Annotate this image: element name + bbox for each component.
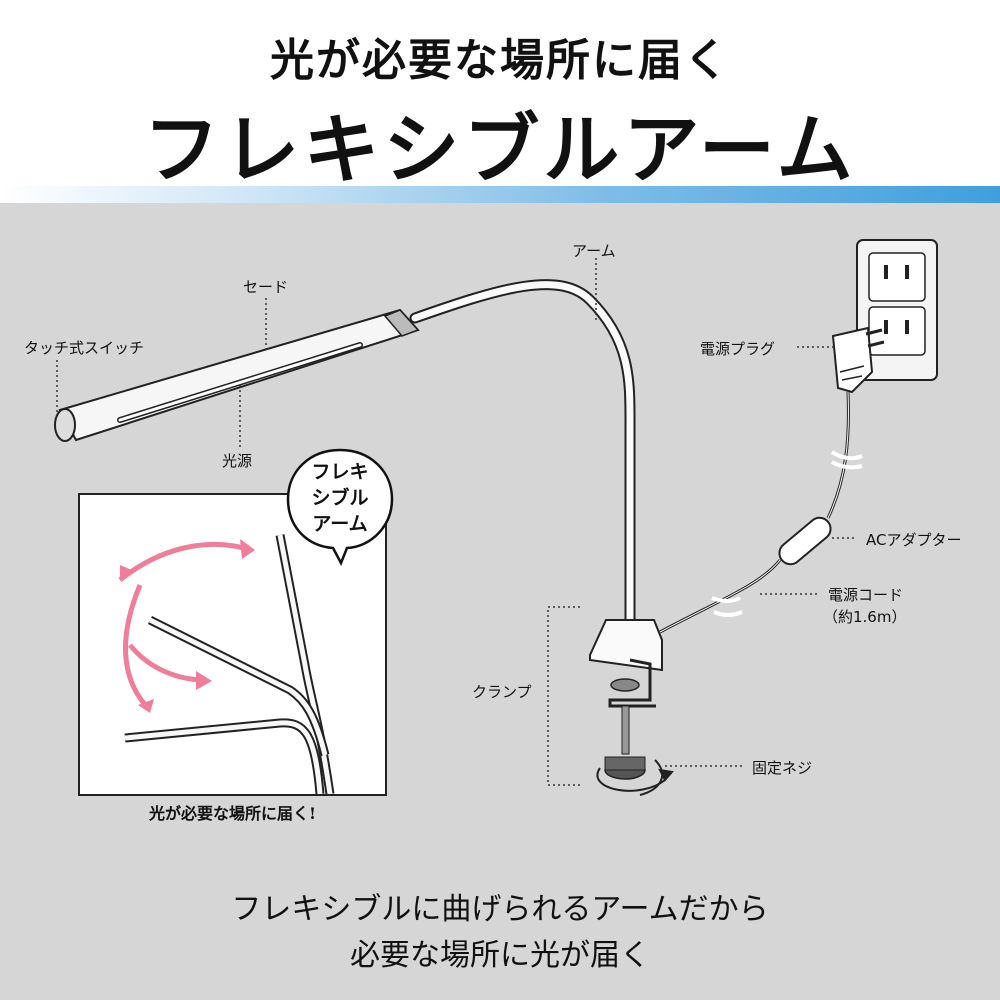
label-arm: アーム [572, 242, 616, 260]
bubble-line-3: アーム [312, 513, 368, 535]
bubble-line-1: フレキ [311, 461, 369, 483]
speech-bubble-text: フレキ シブル アーム [288, 459, 392, 537]
footer-line-1: フレキシブルに曲げられるアームだから [231, 892, 769, 927]
label-power-plug: 電源プラグ [700, 340, 776, 358]
ac-adapter [778, 516, 832, 566]
speech-bubble-icon [286, 448, 394, 566]
label-clamp: クランプ [472, 683, 532, 701]
label-power-cord-length: （約1.6m） [823, 608, 907, 626]
footer-line-2: 必要な場所に光が届く [350, 938, 650, 973]
label-touch-switch: タッチ式スイッチ [24, 339, 145, 357]
label-power-cord: 電源コード [828, 586, 904, 604]
page-title: フレキシブルアーム [143, 105, 857, 194]
header [0, 0, 1000, 186]
label-ac-adapter: ACアダプター [866, 531, 962, 549]
label-fixing-screw: 固定ネジ [752, 759, 813, 777]
flexible-arm-inset [78, 493, 387, 796]
bend-arrow-icon [118, 541, 251, 712]
inset-caption: 光が必要な場所に届く! [148, 804, 317, 823]
label-light-source: 光源 [222, 452, 253, 470]
accent-gradient-bar [0, 186, 1000, 203]
lamp-shade [54, 308, 420, 442]
rotate-arrow-icon [596, 759, 674, 796]
bend-illustration [118, 534, 335, 795]
label-shade: セード [243, 278, 289, 296]
page-subtitle: 光が必要な場所に届く [270, 35, 730, 86]
bubble-line-2: シブル [311, 487, 369, 509]
clamp [589, 619, 663, 780]
plug-icon [831, 326, 885, 394]
